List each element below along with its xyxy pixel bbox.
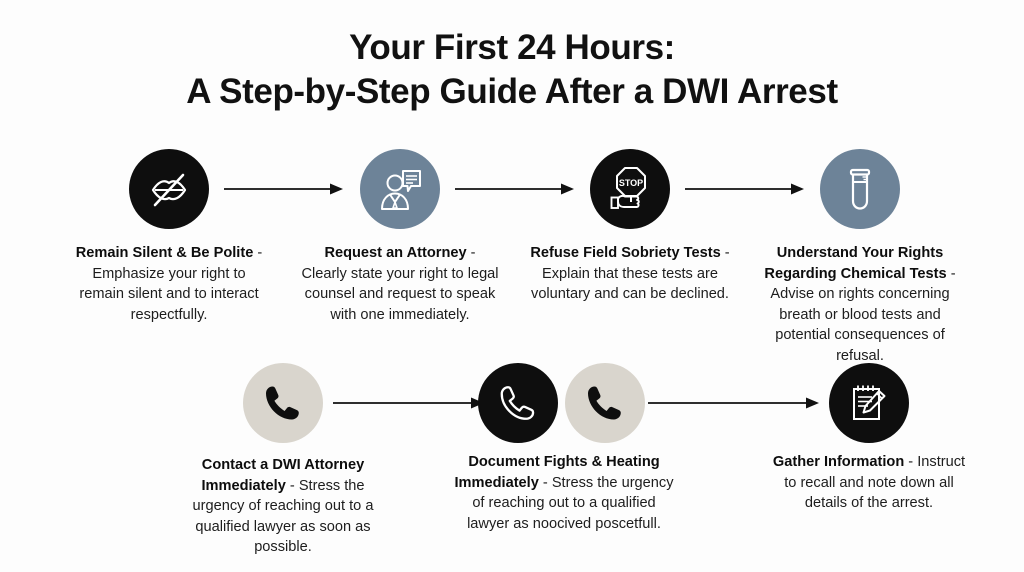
step-separator-gather-information: - bbox=[904, 454, 918, 470]
step-caption-refuse-sobriety-tests: Refuse Field Sobriety Tests - Explain th… bbox=[527, 243, 733, 305]
step-heading-gather-information: Gather Information bbox=[772, 454, 905, 470]
step-heading-refuse-sobriety-tests: Refuse Field Sobriety Tests bbox=[530, 245, 721, 261]
arrow-2 bbox=[455, 182, 575, 196]
step-heading-request-attorney: Request an Attorney bbox=[324, 245, 467, 261]
phone-solid-icon bbox=[261, 381, 305, 425]
step-icon-circle-document-fights-heating bbox=[478, 363, 558, 443]
step-caption-document-fights-heating: Document Fights & Heating Immediately - … bbox=[451, 452, 677, 534]
hand-stop-sign-icon: STOP bbox=[605, 164, 655, 214]
step-body-request-attorney: Clearly state your right to legal counse… bbox=[301, 265, 499, 323]
step-separator-document-fights-heating: - bbox=[538, 474, 552, 491]
step-caption-contact-dwi-attorney: Contact a DWI Attorney Immediately - Str… bbox=[176, 455, 390, 558]
step-icon-circle-remain-silent bbox=[129, 149, 209, 229]
page-title: Your First 24 Hours: A Step-by-Step Guid… bbox=[0, 26, 1024, 114]
phone-solid-icon bbox=[583, 381, 627, 425]
test-tube-icon bbox=[837, 166, 883, 212]
step-separator-refuse-sobriety-tests: - bbox=[720, 245, 730, 261]
step-icon-circle-contact-dwi-attorney bbox=[243, 363, 323, 443]
step-body-refuse-sobriety-tests: Explain that these tests are voluntary a… bbox=[531, 265, 729, 303]
step-icon-circle-request-attorney bbox=[360, 149, 440, 229]
step-caption-understand-chemical-tests: Understand Your Rights Regarding Chemica… bbox=[753, 243, 967, 366]
step-caption-remain-silent: Remain Silent & Be Polite - Emphasize yo… bbox=[69, 243, 269, 325]
title-line-1: Your First 24 Hours: bbox=[349, 28, 675, 67]
step-body-gather-information: Instruct to recall and note down all det… bbox=[784, 454, 966, 511]
phone-outline-icon bbox=[497, 382, 539, 424]
title-line-2: A Step-by-Step Guide After a DWI Arrest bbox=[186, 72, 838, 111]
step-heading-document-fights-heating: Document Fights & Heating Immediately bbox=[454, 454, 660, 491]
step-icon-circle-understand-chemical-tests bbox=[820, 149, 900, 229]
step-caption-gather-information: Gather Information - Instruct to recall … bbox=[772, 452, 966, 514]
step-icon-circle-refuse-sobriety-tests: STOP bbox=[590, 149, 670, 229]
step-body-contact-dwi-attorney: Stress the urgency of reaching out to a … bbox=[192, 477, 374, 556]
arrow-4 bbox=[333, 396, 485, 410]
step-heading-understand-chemical-tests: Understand Your Rights Regarding Chemica… bbox=[764, 245, 947, 282]
step-heading-contact-dwi-attorney: Contact a DWI Attorney Immediately bbox=[201, 457, 365, 494]
notepad-pencil-icon bbox=[846, 380, 892, 426]
step-separator-contact-dwi-attorney: - bbox=[285, 477, 299, 494]
arrow-1 bbox=[224, 182, 344, 196]
step-caption-request-attorney: Request an Attorney - Clearly state your… bbox=[300, 243, 500, 325]
silent-lips-icon bbox=[145, 165, 193, 213]
step-separator-request-attorney: - bbox=[466, 245, 476, 261]
step-heading-remain-silent: Remain Silent & Be Polite bbox=[75, 245, 254, 261]
attorney-speech-icon bbox=[375, 164, 425, 214]
step-icon-circle-document-fights-heating-secondary bbox=[565, 363, 645, 443]
svg-text:STOP: STOP bbox=[619, 178, 643, 188]
arrow-5 bbox=[648, 396, 820, 410]
arrow-3 bbox=[685, 182, 805, 196]
step-icon-circle-gather-information bbox=[829, 363, 909, 443]
step-separator-remain-silent: - bbox=[253, 245, 263, 261]
step-body-understand-chemical-tests: - Advise on rights concerning breath or … bbox=[770, 265, 956, 364]
step-body-remain-silent: Emphasize your right to remain silent an… bbox=[79, 265, 259, 323]
step-body-document-fights-heating: Stress the urgency of reaching out to a … bbox=[467, 474, 674, 532]
